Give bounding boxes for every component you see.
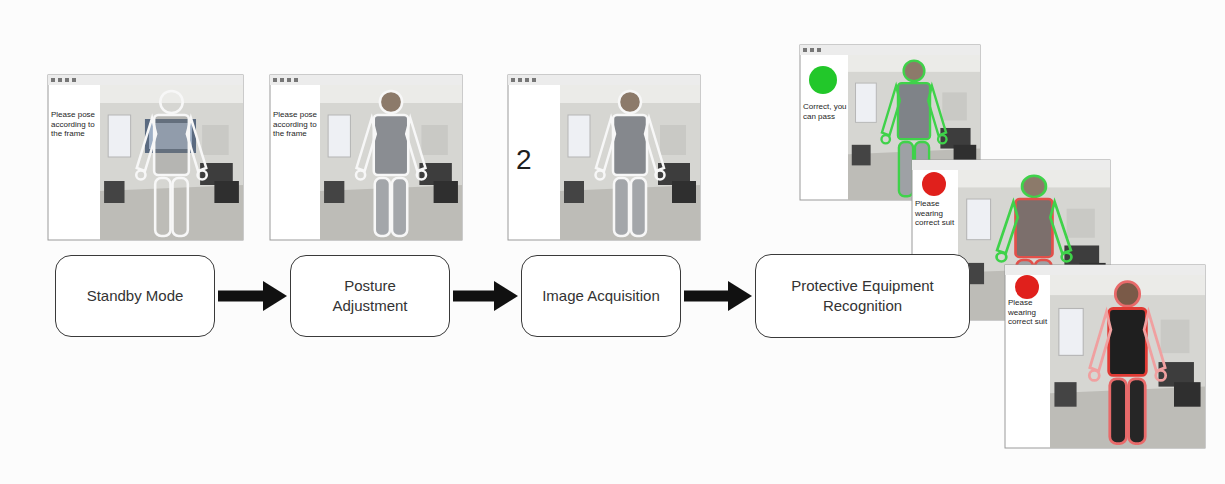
screen-message: Correct, you can pass	[803, 102, 847, 121]
screen-message: Please wearing correct suit	[1008, 298, 1048, 327]
flow-arrow	[453, 291, 494, 302]
countdown-number: 2	[516, 143, 550, 177]
box-label: Protective Equipment Recognition	[770, 276, 955, 317]
flow-arrow	[218, 291, 263, 302]
screen-message: Please pose according to the frame	[273, 110, 319, 139]
box-label: Standby Mode	[87, 286, 184, 306]
process-box: Image Acquisition	[521, 255, 681, 337]
screenshot-window	[48, 75, 243, 240]
screenshot-window	[270, 75, 462, 240]
flow-arrow	[684, 291, 728, 302]
status-light	[922, 172, 946, 196]
process-box: Standby Mode	[55, 255, 215, 337]
screen-message: Please wearing correct suit	[915, 199, 957, 228]
screenshot-window	[1005, 265, 1205, 448]
box-label: Posture Adjustment	[305, 276, 435, 317]
box-label: Image Acquisition	[542, 286, 660, 306]
status-light	[1015, 275, 1039, 299]
screenshot-window	[508, 75, 700, 240]
screen-message: Please pose according to the frame	[51, 110, 97, 139]
process-box: Protective Equipment Recognition	[755, 254, 970, 338]
status-light	[809, 66, 837, 94]
process-box: Posture Adjustment	[290, 255, 450, 337]
